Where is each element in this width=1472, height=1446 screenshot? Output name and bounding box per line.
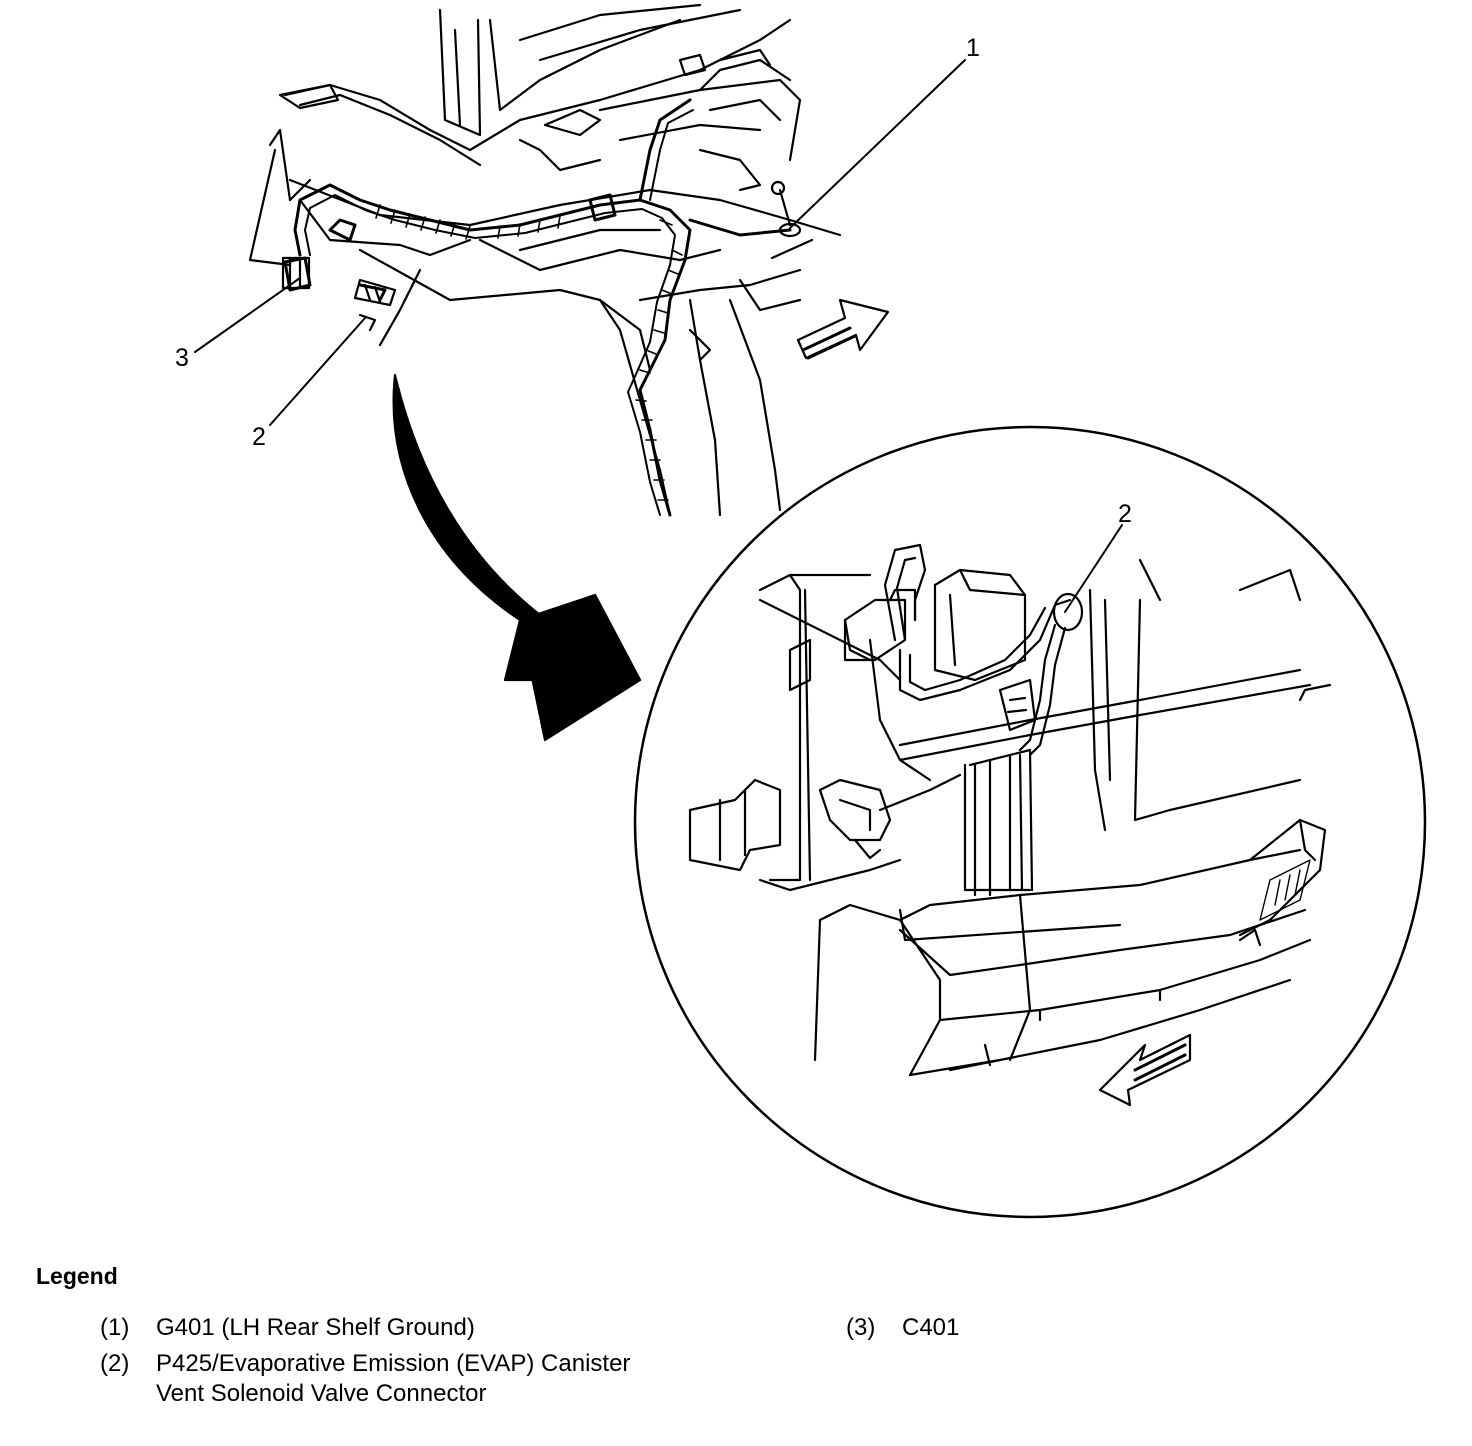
wiring-harness xyxy=(283,98,792,517)
callout-2-detail: 2 xyxy=(1118,500,1132,528)
zoom-arrow xyxy=(392,373,642,742)
legend-item-label-continued: Vent Solenoid Valve Connector xyxy=(156,1380,487,1407)
detail-view xyxy=(688,543,1332,1077)
direction-arrow-rearward xyxy=(1098,1033,1192,1107)
callout-1: 1 xyxy=(966,34,980,62)
legend-item-label: G401 (LH Rear Shelf Ground) xyxy=(156,1314,475,1341)
legend: Legend (1) G401 (LH Rear Shelf Ground) (… xyxy=(0,1255,1472,1446)
wiring-diagram: 1 3 2 2 xyxy=(175,3,1427,1219)
callout-2: 2 xyxy=(252,423,266,451)
legend-item-label: C401 xyxy=(902,1314,960,1341)
legend-item-number: (1) xyxy=(100,1314,130,1341)
callout-leaders xyxy=(194,59,1123,613)
harness-tape xyxy=(375,204,683,501)
rear-shelf-body xyxy=(248,3,842,517)
ground-bolt xyxy=(770,180,814,260)
evap-connector-upper xyxy=(353,278,397,332)
callout-3: 3 xyxy=(175,344,189,372)
legend-item-number: (3) xyxy=(846,1314,876,1341)
connector-c401 xyxy=(281,256,311,290)
detail-circle xyxy=(633,425,1427,1219)
legend-title: Legend xyxy=(36,1263,118,1289)
legend-item-number: (2) xyxy=(100,1350,130,1377)
legend-item-label: P425/Evaporative Emission (EVAP) Caniste… xyxy=(156,1350,631,1377)
direction-arrow-forward xyxy=(796,298,890,360)
